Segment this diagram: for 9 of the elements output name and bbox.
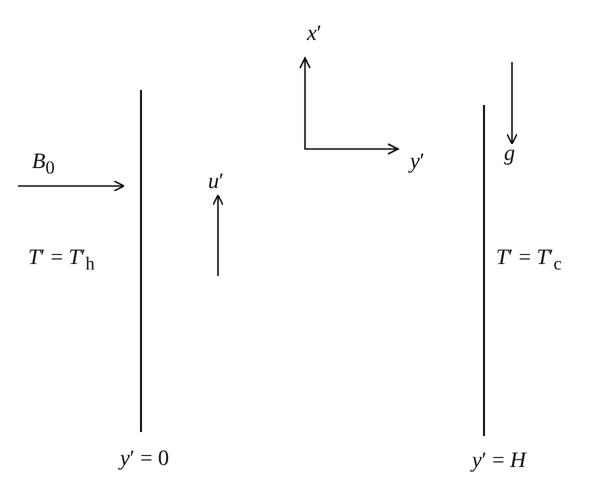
gravity-label: g [504,142,515,164]
field-label: B$_{0}$ [32,150,55,177]
velocity-label: u′ [208,170,224,192]
wall-position: y′ = H [472,449,526,471]
boundary-condition: T′ = T′$_{c}$ [496,246,562,273]
axis-label: x′ [307,22,322,44]
axis-label: y′ [410,150,425,172]
boundary-condition: T′ = T′$_{h}$ [28,246,95,273]
wall-position: y′ = 0 [120,447,169,469]
